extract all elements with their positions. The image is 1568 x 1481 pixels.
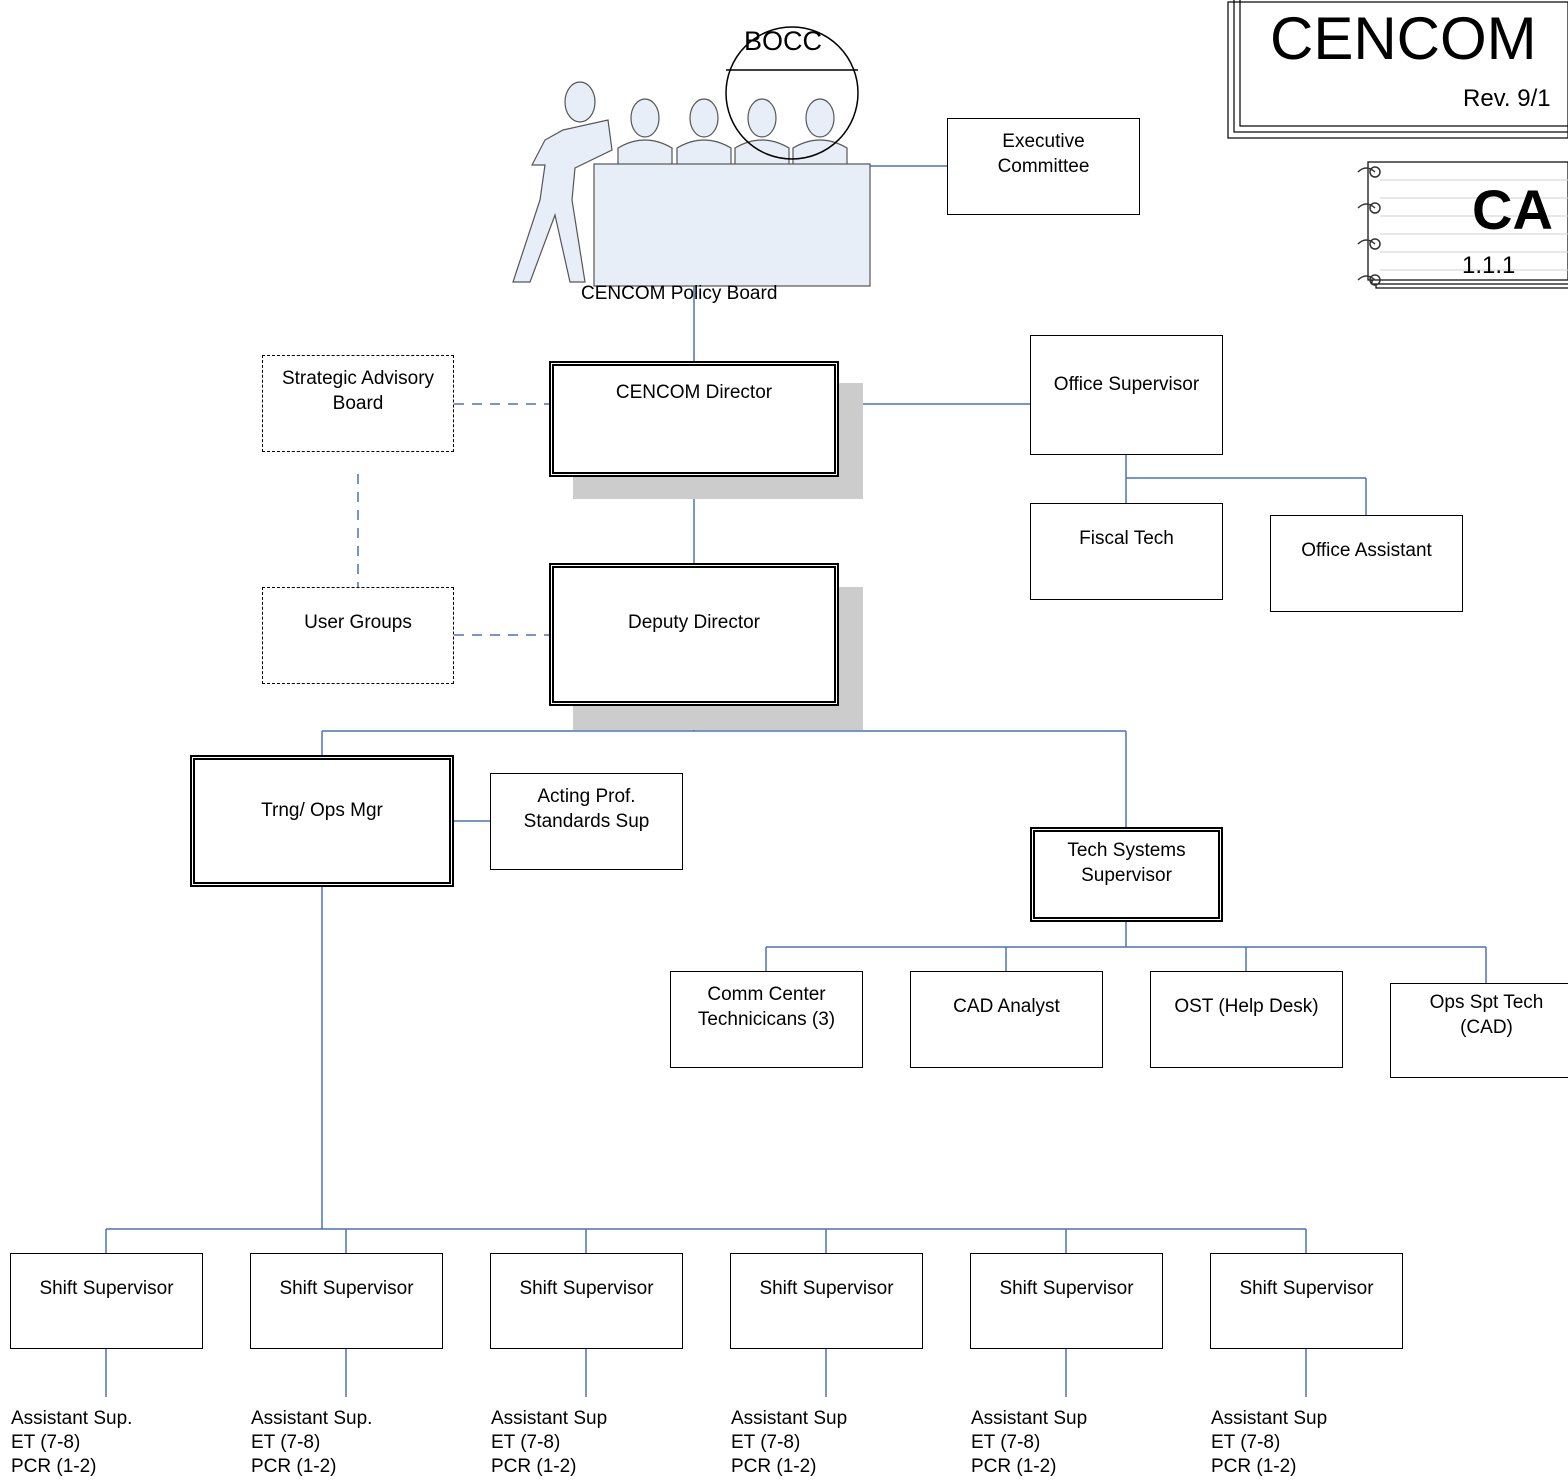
office-supervisor-box: Office Supervisor	[1030, 335, 1223, 455]
shift-staff-list: Assistant Sup ET (7-8) PCR (1-2)	[731, 1408, 848, 1477]
executive-committee-box: Executive Committee	[947, 118, 1140, 215]
badge-title: CA	[1472, 178, 1553, 241]
policy-board-illustration	[512, 81, 871, 287]
bocc-circle	[725, 26, 859, 160]
shift-supervisor-box: Shift Supervisor	[490, 1253, 683, 1349]
tech-systems-supervisor-box: Tech Systems Supervisor	[1030, 827, 1223, 922]
shift-supervisor-box: Shift Supervisor	[1210, 1253, 1403, 1349]
cencom-director-box: CENCOM Director	[549, 361, 839, 477]
header-frame	[1227, 0, 1568, 139]
cad-analyst-box: CAD Analyst	[910, 971, 1103, 1068]
badge-frame	[1367, 161, 1568, 289]
comm-center-technicians-box: Comm Center Technicicans (3)	[670, 971, 863, 1068]
bocc-label: BOCC	[744, 26, 823, 56]
office-assistant-box: Office Assistant	[1270, 515, 1463, 612]
acting-prof-standards-sup-box: Acting Prof. Standards Sup	[490, 773, 683, 870]
badge-reference: 1.1.1	[1462, 252, 1516, 279]
shift-supervisor-box: Shift Supervisor	[10, 1253, 203, 1349]
shift-supervisor-box: Shift Supervisor	[250, 1253, 443, 1349]
spiral-binding-icon	[1357, 166, 1381, 286]
fiscal-tech-box: Fiscal Tech	[1030, 503, 1223, 600]
strategic-advisory-board-box: Strategic Advisory Board	[262, 355, 454, 452]
shift-staff-list: Assistant Sup. ET (7-8) PCR (1-2)	[251, 1408, 373, 1477]
ost-help-desk-box: OST (Help Desk)	[1150, 971, 1343, 1068]
shift-staff-list: Assistant Sup. ET (7-8) PCR (1-2)	[11, 1408, 133, 1477]
header-title: CENCOM	[1270, 5, 1537, 72]
shift-supervisor-box: Shift Supervisor	[730, 1253, 923, 1349]
shift-staff-list: Assistant Sup ET (7-8) PCR (1-2)	[491, 1408, 608, 1477]
shift-staff-list: Assistant Sup ET (7-8) PCR (1-2)	[971, 1408, 1088, 1477]
shift-staff-list: Assistant Sup ET (7-8) PCR (1-2)	[1211, 1408, 1328, 1477]
shift-supervisor-box: Shift Supervisor	[970, 1253, 1163, 1349]
badge-lines	[1380, 179, 1568, 271]
header-revision: Rev. 9/1	[1463, 85, 1551, 112]
policy-board-label: CENCOM Policy Board	[581, 283, 778, 304]
ops-spt-tech-box: Ops Spt Tech (CAD)	[1390, 983, 1568, 1078]
user-groups-box: User Groups	[262, 587, 454, 684]
deputy-director-box: Deputy Director	[549, 563, 839, 706]
trng-ops-mgr-box: Trng/ Ops Mgr	[190, 755, 454, 887]
